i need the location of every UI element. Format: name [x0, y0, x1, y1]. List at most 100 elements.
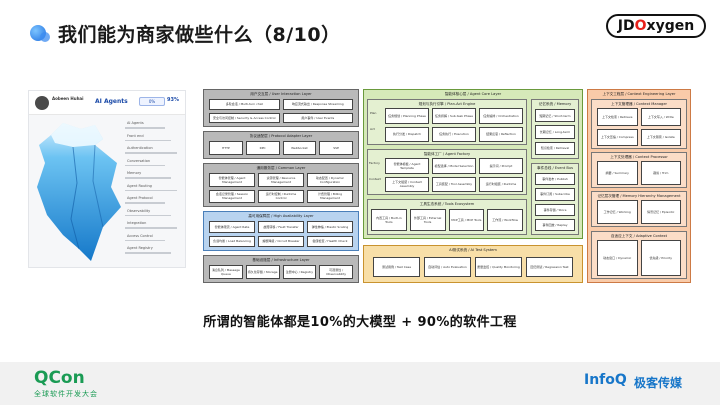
tools-box: MCP工具 / MCP Tools	[448, 209, 485, 231]
common-layer-box: 会话记录管理 / Session Management	[209, 189, 255, 203]
factory-box: 模型选择 / Model Selection	[432, 158, 476, 174]
preview-row-label: Conversation	[127, 158, 151, 163]
layer-title: 记忆系统 / Memory	[538, 102, 572, 106]
preview-row-label: Integration	[127, 221, 147, 225]
layer-title: 智能体核心层 / Agent Core Layer	[444, 92, 502, 96]
preview-row-label: Front end	[127, 133, 144, 138]
plan-box: 任务拆解 / Sub-task Phase	[432, 108, 476, 124]
test-box: 测试用例 / Test Case	[373, 257, 420, 277]
common-layer-box: 动态配置 / Dynamic Configuration	[307, 173, 353, 187]
test-box: 质量监控 / Quality Monitoring	[475, 257, 522, 277]
layer-title: 通用服务层 / Common Layer	[256, 166, 306, 170]
tools-box: 外部工具 / External Tools	[409, 209, 446, 231]
factory-box: 上下文组装 / Context Assembly	[385, 176, 429, 192]
preview-row-line	[125, 164, 165, 166]
preview-row-line	[125, 177, 171, 179]
preview-row-line	[125, 214, 171, 216]
preview-row-label: Agent Routing	[127, 183, 152, 188]
infoq-logo: InfoQ	[584, 372, 627, 388]
preview-row-label: Memory	[127, 171, 142, 175]
layer-title: 上下文管理器 / Context Manager	[610, 102, 668, 106]
context-box: 上下文压缩 / Compress	[597, 128, 638, 146]
common-layer-box: 智能体管理 / Agent Management	[209, 173, 255, 187]
preview-row-line	[125, 152, 177, 154]
high-availability-layer-box: 故障转移 / Fault Transfer	[258, 221, 304, 233]
title-bullet-accent-icon	[40, 32, 50, 42]
context-box: 裁剪 / Trim	[640, 161, 681, 185]
layer-title: 智能体工厂 / Agent Factory	[423, 152, 471, 156]
layer-title: 规划与执行引擎 / Plan-Act Engine	[418, 102, 476, 106]
avatar	[35, 96, 49, 110]
context-box: 情景记忆 / Episodic	[640, 200, 681, 224]
high-availability-layer-box: 弹性伸缩 / Elastic Scaling	[307, 221, 353, 233]
tools-box: 工作流 / Workflow	[487, 209, 523, 231]
factory-box: 工具装配 / Tool Assembly	[432, 176, 476, 192]
event-box: 事件订阅 / Subscribe	[535, 188, 575, 201]
preview-row-label: Agent Registry	[127, 246, 153, 250]
preview-row-line	[125, 139, 171, 141]
event-box: 事件存储 / Store	[535, 203, 575, 216]
layer-title: 事件总线 / Event Bus	[537, 166, 573, 170]
architecture-diagram: 用户交互层 / User Interaction Layer 多轮会话 / Mul…	[203, 89, 691, 283]
high-availability-layer-box: 健康检查 / Health Check	[307, 235, 353, 247]
context-box: 上下文检索 / Retrieve	[597, 108, 638, 126]
factory-row-label: Factory	[369, 161, 380, 165]
factory-box: 提示词 / Prompt	[479, 158, 523, 174]
plan-box: 任务编排 / Orchestration	[479, 108, 523, 124]
context-box: 摘要 / Summary	[597, 161, 638, 185]
infrastructure-layer-box: 消息队列 / Message Queue	[209, 265, 243, 279]
user-interaction-layer-box: 安全与访问控制 / Security & Access Control	[209, 112, 280, 123]
protocol-adapter-layer-box: WebSocket	[282, 141, 317, 155]
footer-bar	[0, 362, 720, 405]
memory-box: 短期记忆 / Short-term	[535, 109, 575, 123]
protocol-adapter-layer-box: HTTP	[209, 141, 243, 155]
iceberg-icon	[37, 123, 121, 261]
plan-row-label: Plan	[370, 111, 377, 115]
context-box: 工作记忆 / Working	[597, 200, 638, 224]
preview-row-label: Agent Protocol	[127, 196, 153, 200]
infoq-subtitle: 极客传媒	[634, 376, 683, 390]
layer-title: AI测试系统 / AI Test System	[449, 248, 497, 252]
layer-title: 自适应上下文 / Adaptive Context	[610, 234, 668, 238]
preview-row-label: Access Control	[127, 233, 153, 238]
test-box: 自动评估 / Auto Evaluation	[424, 257, 471, 277]
preview-row-line	[125, 239, 165, 241]
protocol-adapter-layer-box: RPC	[245, 141, 280, 155]
qcon-subtitle: 全球软件开发大会	[34, 390, 98, 398]
layer-title: 基础设施层 / Infrastructure Layer	[252, 258, 310, 262]
preview-user-name: Aobeen Huhai	[52, 96, 84, 101]
common-layer-box: 计费管理 / Billing Management	[307, 189, 353, 203]
infrastructure-layer-box: 持久化存储 / Storage	[245, 265, 280, 279]
user-interaction-layer-box: 用户事件 / User Events	[282, 112, 353, 123]
context-box: 上下文隔离 / Isolate	[640, 128, 681, 146]
high-availability-layer-box: 智能体限流 / Agent Rate	[209, 221, 255, 233]
layer-title: 工具生态系统 / Tools Ecosystem	[419, 202, 475, 206]
test-box: 回归测试 / Regression Test	[526, 257, 573, 277]
user-interaction-layer-box: 响应流式输出 / Response Streaming	[282, 99, 353, 110]
qcon-logo: QCon	[34, 368, 85, 388]
plan-box: 任务规划 / Planning Phase	[385, 108, 429, 124]
layer-title: 用户交互层 / User Interaction Layer	[250, 92, 312, 96]
preview-row-line	[125, 227, 177, 229]
high-availability-layer-box: 熔断降级 / Circuit Breaker	[258, 235, 304, 247]
memory-box: 长期记忆 / Long-term	[535, 125, 575, 139]
layer-title: 上下文工程层 / Context Engineering Layer	[602, 92, 676, 96]
context-box: 动态窗口 / Dynamic	[597, 240, 638, 276]
event-box: 事件发布 / Publish	[535, 173, 575, 186]
layer-title: 上下文处理器 / Context Processor	[610, 155, 668, 159]
page-title: 我们能为商家做些什么（8/10）	[58, 24, 341, 46]
context-box: 上下文写入 / Write	[640, 108, 681, 126]
tools-box: 内置工具 / Built-in Tools	[371, 209, 407, 231]
common-layer-box: 资源管理 / Resource Management	[258, 173, 304, 187]
user-interaction-layer-box: 多轮会话 / Multi-turn chat	[209, 99, 280, 110]
protocol-adapter-layer-box: SSE	[319, 141, 353, 155]
preview-row-line	[125, 189, 177, 191]
preview-row-line	[125, 202, 165, 204]
factory-row-label: Context	[369, 177, 381, 181]
layer-title: 协议适配层 / Protocol Adapter Layer	[249, 134, 313, 138]
plan-box: 结果反思 / Reflection	[479, 126, 523, 142]
preview-agents-percent: 93%	[167, 97, 179, 103]
preview-row-label: AI Agents	[127, 121, 144, 125]
